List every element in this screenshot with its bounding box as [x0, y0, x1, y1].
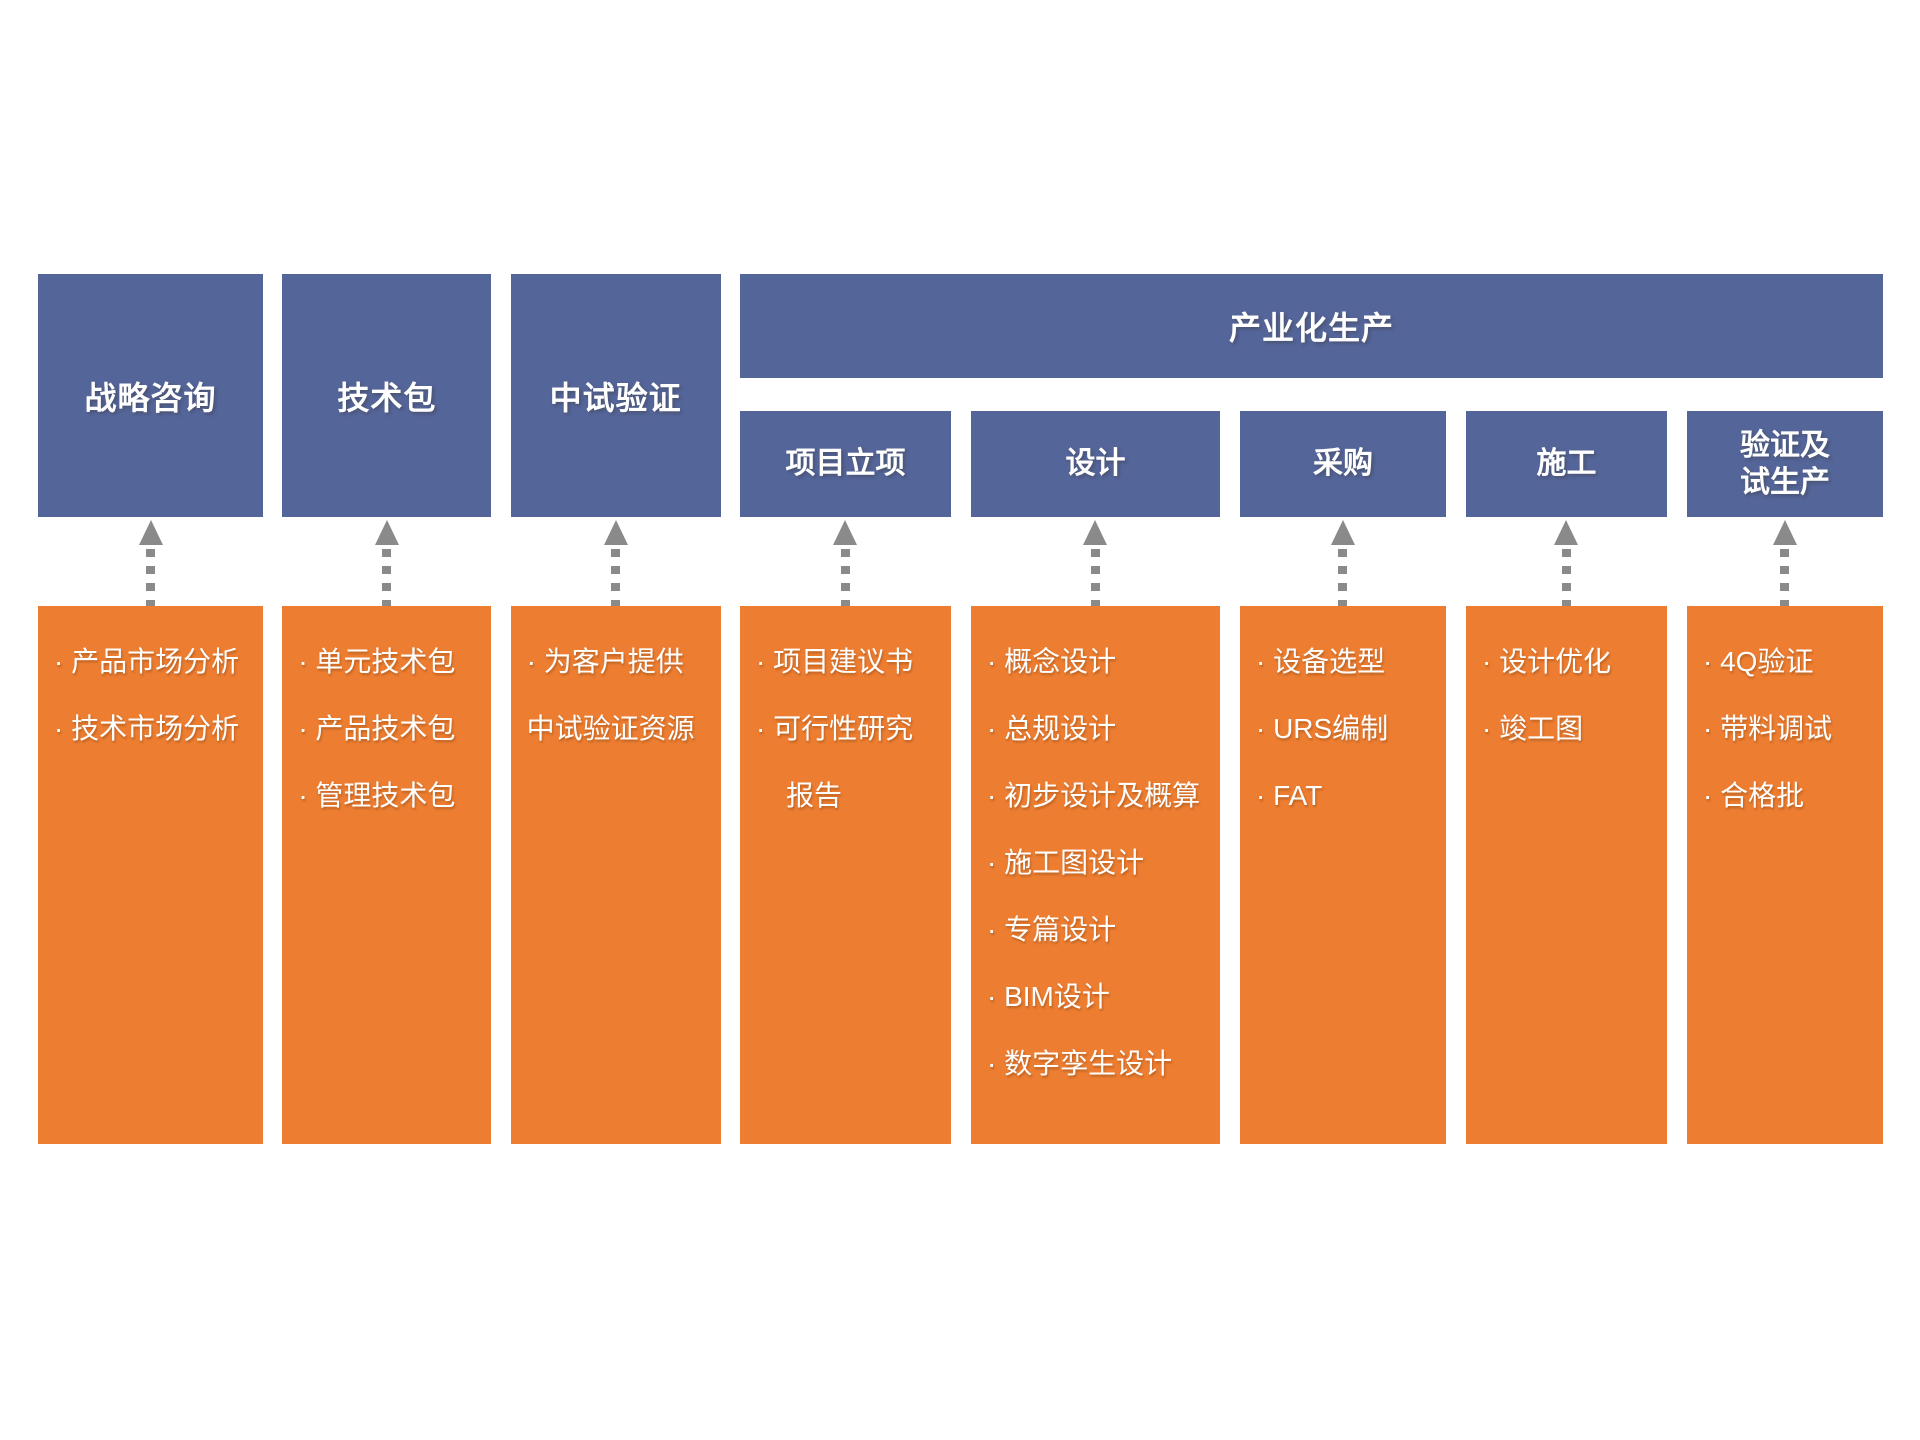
list-item: · BIM设计 — [986, 981, 1110, 1012]
up-arrow — [38, 517, 263, 606]
banner-industrialization-production: 产业化生产 — [739, 274, 1883, 378]
header-label: 技术包 — [337, 379, 437, 416]
up-arrow — [511, 517, 721, 606]
list-item: · 竣工图 — [1481, 713, 1584, 744]
arrow-dashed-line — [146, 549, 155, 606]
arrow-head-icon — [1330, 520, 1355, 545]
up-arrow — [1687, 517, 1883, 606]
list-item: 报告 — [785, 780, 842, 811]
column-technology-package: 技术包 · 单元技术包 · 产品技术包 · 管理技术包 — [282, 274, 492, 1144]
column-validation-trial-production: 验证及 试生产 · 4Q验证 · 带料调试 · 合格批 — [1686, 411, 1883, 1144]
process-diagram: 战略咨询 · 产品市场分析 · 技术市场分析 技术包 · 单元技术包 · 产 — [38, 274, 1883, 1144]
detail-box-design: · 概念设计 · 总规设计 · 初步设计及概算 · 施工图设计 · 专篇设计 ·… — [970, 606, 1220, 1144]
list-item: · 设计优化 — [1481, 646, 1612, 677]
detail-box-pilot-verification: · 为客户提供 中试验证资源 — [510, 606, 721, 1144]
header-label: 设计 — [1065, 447, 1126, 481]
diagram-row: 战略咨询 · 产品市场分析 · 技术市场分析 技术包 · 单元技术包 · 产 — [38, 274, 1883, 1144]
detail-box-validation-trial-production: · 4Q验证 · 带料调试 · 合格批 — [1686, 606, 1883, 1144]
list-item: · FAT — [1255, 780, 1323, 811]
header-box-design: 设计 — [970, 411, 1220, 517]
header-box-technology-package: 技术包 — [282, 274, 492, 517]
header-label: 中试验证 — [549, 379, 682, 416]
arrow-dashed-line — [611, 549, 621, 606]
list-item: · 总规设计 — [986, 713, 1117, 744]
up-arrow — [740, 517, 951, 606]
detail-box-procurement: · 设备选型 · URS编制 · FAT — [1239, 606, 1446, 1144]
list-item: · 技术市场分析 — [54, 713, 240, 744]
list-item: · 产品技术包 — [298, 713, 456, 744]
detail-box-technology-package: · 单元技术包 · 产品技术包 · 管理技术包 — [282, 606, 492, 1144]
list-item: · 为客户提供 — [526, 646, 684, 677]
header-box-pilot-verification: 中试验证 — [510, 274, 721, 517]
list-item: · 专篇设计 — [986, 914, 1117, 945]
arrow-head-icon — [138, 520, 163, 545]
column-strategy-consulting: 战略咨询 · 产品市场分析 · 技术市场分析 — [38, 274, 263, 1144]
arrow-head-icon — [374, 520, 399, 545]
list-item: · 数字孪生设计 — [986, 1048, 1173, 1079]
list-item: · 单元技术包 — [298, 646, 456, 677]
list-item: · 概念设计 — [986, 646, 1117, 677]
header-box-project-initiation: 项目立项 — [739, 411, 951, 517]
arrow-head-icon — [1772, 520, 1797, 545]
list-item: · 项目建议书 — [755, 646, 914, 677]
arrow-head-icon — [1554, 520, 1579, 545]
arrow-head-icon — [833, 520, 858, 545]
header-box-procurement: 采购 — [1239, 411, 1446, 517]
header-label: 施工 — [1536, 447, 1597, 481]
column-design: 设计 · 概念设计 · 总规设计 · 初步设计及概算 · 施工图设计 · 专篇设… — [970, 411, 1220, 1144]
header-label: 项目立项 — [785, 447, 906, 481]
list-item: · 产品市场分析 — [54, 646, 240, 677]
detail-box-project-initiation: · 项目建议书 · 可行性研究 报告 — [739, 606, 951, 1144]
arrow-dashed-line — [382, 549, 392, 606]
list-item: · 管理技术包 — [298, 780, 456, 811]
industrialization-group: 产业化生产 项目立项 · 项目建议书 · 可行性研究 报告 — [739, 274, 1883, 1144]
header-label: 采购 — [1312, 447, 1373, 481]
list-item: · URS编制 — [1255, 713, 1389, 744]
header-box-construction: 施工 — [1465, 411, 1667, 517]
detail-box-construction: · 设计优化 · 竣工图 — [1465, 606, 1667, 1144]
column-pilot-verification: 中试验证 · 为客户提供 中试验证资源 — [510, 274, 721, 1144]
detail-box-strategy-consulting: · 产品市场分析 · 技术市场分析 — [38, 606, 263, 1144]
arrow-dashed-line — [1561, 549, 1571, 606]
header-label: 验证及 试生产 — [1739, 428, 1830, 500]
arrow-head-icon — [603, 520, 628, 545]
column-construction: 施工 · 设计优化 · 竣工图 — [1465, 411, 1667, 1144]
up-arrow — [1466, 517, 1667, 606]
arrow-dashed-line — [1780, 549, 1790, 606]
column-procurement: 采购 · 设备选型 · URS编制 · FAT — [1239, 411, 1446, 1144]
list-item: · 初步设计及概算 — [986, 780, 1201, 811]
arrow-head-icon — [1083, 520, 1108, 545]
list-item: · 合格批 — [1702, 780, 1805, 811]
up-arrow — [282, 517, 491, 606]
list-item: 中试验证资源 — [526, 713, 695, 744]
header-box-strategy-consulting: 战略咨询 — [38, 274, 263, 517]
arrow-dashed-line — [1338, 549, 1348, 606]
list-item: · 4Q验证 — [1702, 646, 1814, 677]
header-box-validation-trial-production: 验证及 试生产 — [1686, 411, 1883, 517]
up-arrow — [971, 517, 1220, 606]
sub-stage-row: 项目立项 · 项目建议书 · 可行性研究 报告 设计 — [739, 411, 1883, 1144]
arrow-dashed-line — [840, 549, 850, 606]
arrow-dashed-line — [1090, 549, 1100, 606]
banner-label: 产业化生产 — [1228, 310, 1394, 346]
list-item: · 带料调试 — [1702, 713, 1833, 744]
column-project-initiation: 项目立项 · 项目建议书 · 可行性研究 报告 — [739, 411, 951, 1144]
list-item: · 可行性研究 — [755, 713, 914, 744]
up-arrow — [1240, 517, 1446, 606]
header-label: 战略咨询 — [84, 379, 217, 416]
list-item: · 设备选型 — [1255, 646, 1386, 677]
list-item: · 施工图设计 — [986, 847, 1145, 878]
